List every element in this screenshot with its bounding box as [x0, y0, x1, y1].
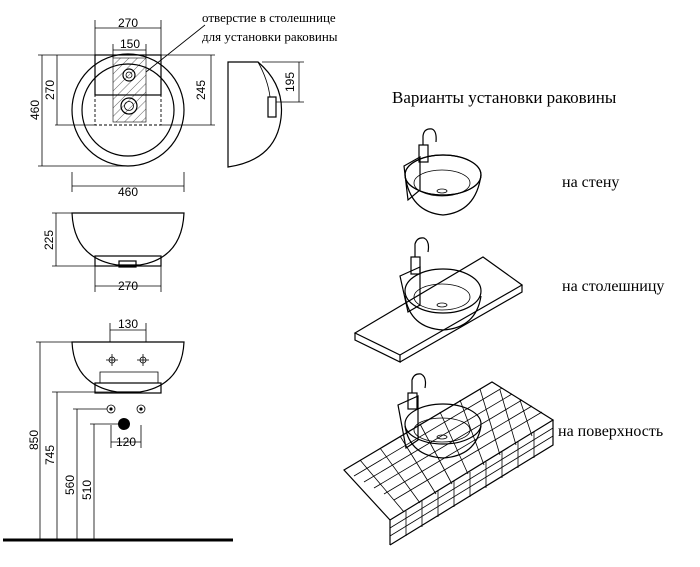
front-base — [94, 255, 162, 267]
cutout-hatch — [112, 57, 147, 123]
install-bracket — [99, 371, 159, 383]
option-wall-label: на стену — [562, 174, 619, 191]
dim-left-total: 460 — [28, 100, 42, 120]
note-line2: для установки раковины — [202, 29, 338, 44]
tap-hole — [122, 68, 136, 82]
dim-h-850: 850 — [27, 430, 41, 450]
front-view: 225 270 — [42, 212, 185, 293]
fixing-point-right — [137, 354, 149, 366]
option-countertop-illustration — [353, 237, 524, 363]
front-drain — [118, 260, 137, 268]
dim-install-bottom: 120 — [116, 435, 136, 449]
water-inlet-right — [136, 404, 146, 414]
dim-hole-width: 150 — [120, 37, 140, 51]
tap-hole-inner — [125, 71, 133, 79]
panel-title: Варианты установки раковины — [392, 88, 617, 107]
option-surface-illustration — [343, 373, 555, 546]
dim-front-height: 225 — [42, 230, 56, 250]
install-base — [94, 382, 162, 394]
note-line1: отверстие в столешнице — [202, 10, 336, 25]
option-surface-label: на поверхность — [558, 423, 663, 440]
dim-h-745: 745 — [43, 445, 57, 465]
dim-top-width: 270 — [118, 16, 138, 30]
dim-right-inner: 245 — [194, 80, 208, 100]
countertop-cutout — [94, 54, 162, 126]
note-leader — [145, 24, 206, 73]
dim-front-base: 270 — [118, 279, 138, 293]
side-view: 195 — [227, 61, 304, 168]
dim-bottom-width: 460 — [118, 185, 138, 199]
dim-side-height: 195 — [283, 72, 297, 92]
dim-h-560: 560 — [63, 475, 77, 495]
dim-left-inner: 270 — [43, 80, 57, 100]
install-bowl — [71, 341, 185, 393]
side-profile — [227, 61, 283, 168]
side-bracket — [267, 96, 277, 118]
top-view: 270 150 460 270 245 460 — [28, 16, 215, 199]
drain-hole — [120, 97, 138, 115]
installation-view: 130 120 850 745 560 510 — [3, 317, 233, 542]
fixing-point-left — [106, 354, 118, 366]
front-bowl — [71, 212, 185, 266]
dim-install-top: 130 — [118, 317, 138, 331]
drain-hole-inner — [124, 101, 134, 111]
option-countertop-label: на столешницу — [562, 278, 664, 295]
waste-outlet — [118, 418, 130, 430]
dim-h-510: 510 — [80, 480, 94, 500]
option-wall-illustration — [403, 128, 482, 216]
